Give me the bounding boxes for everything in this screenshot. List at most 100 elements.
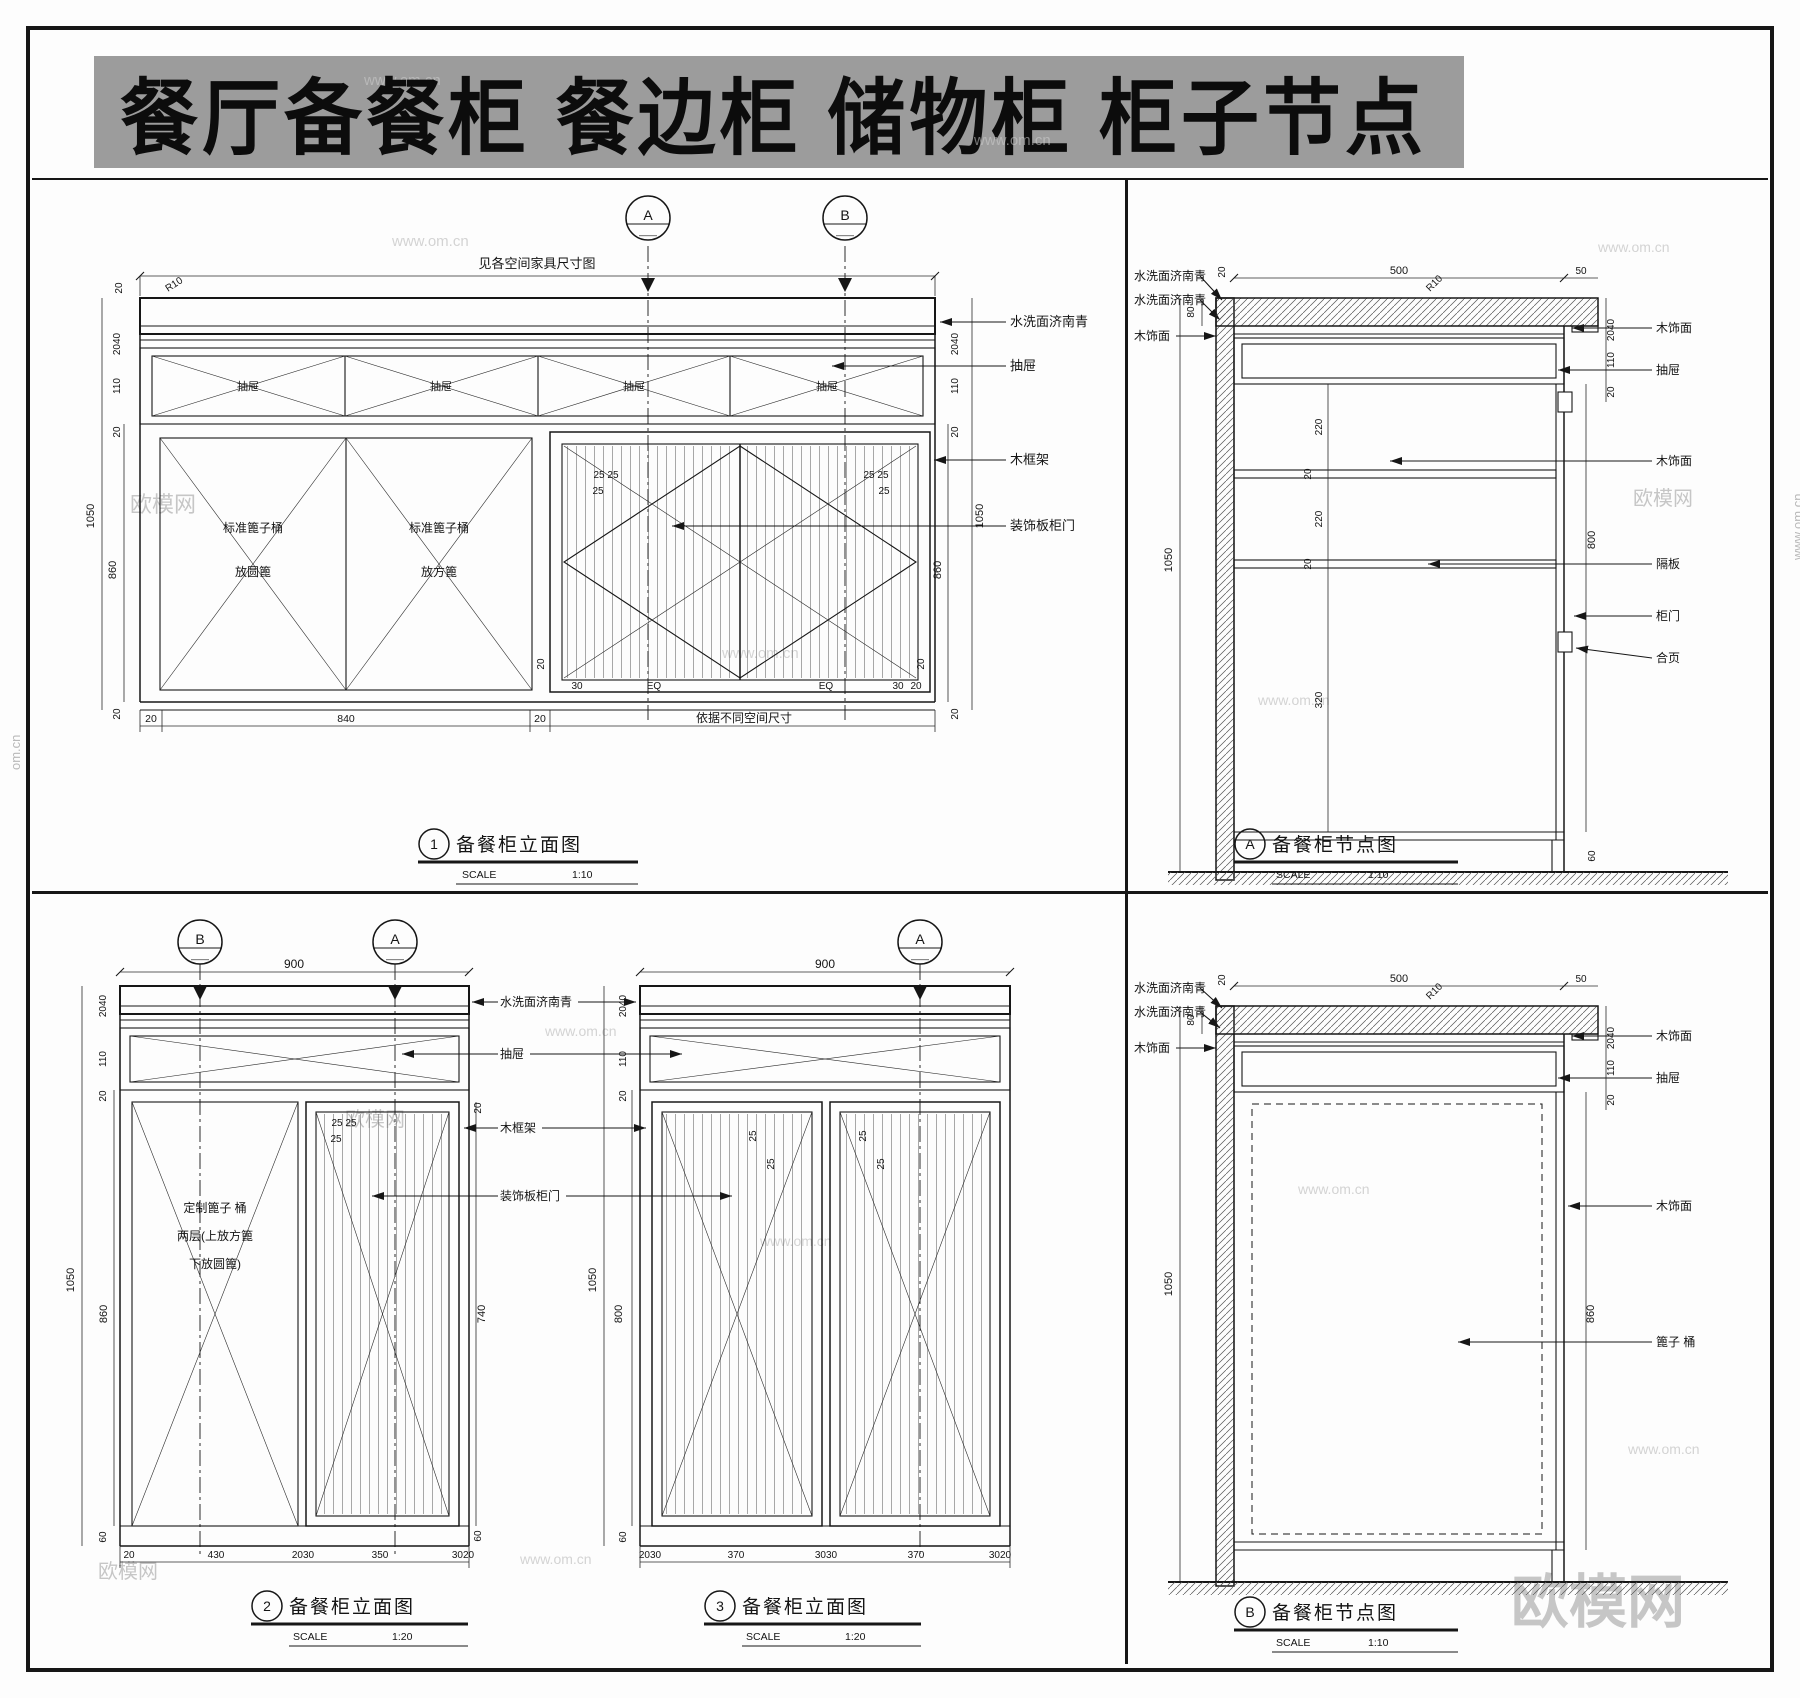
callout-label: 篦子 桶 xyxy=(1656,1334,1695,1349)
dim-label: 500 xyxy=(1390,265,1408,277)
callouts-right: 木饰面 抽屉 木饰面 篦子 桶 xyxy=(1458,1029,1695,1349)
title-bar: www.om.cn 餐厅备餐柜 餐边柜 储物柜 柜子节点 www.om.cn xyxy=(94,56,1464,168)
section-letter: B xyxy=(195,931,204,947)
callout-label: 木饰面 xyxy=(1656,454,1692,468)
dim-label: 2040 xyxy=(950,332,961,355)
dim-label: 2040 xyxy=(1606,318,1617,341)
dim-label: 1050 xyxy=(1163,1272,1175,1296)
dim-label: 50 xyxy=(1575,266,1587,277)
dim-note: 依据不同空间尺寸 xyxy=(696,710,792,725)
watermark-text: www.om.cn xyxy=(1597,239,1670,255)
dim-label: 860 xyxy=(98,1305,110,1323)
watermark-text: 欧模网 xyxy=(130,492,196,517)
radius-label: R10 xyxy=(1424,981,1445,1002)
dim-label: 900 xyxy=(815,957,835,971)
section-letter: B xyxy=(840,207,849,223)
dim-label: 110 xyxy=(112,378,123,394)
scale-value: 1:20 xyxy=(845,1631,866,1643)
callout-label: 木饰面 xyxy=(1134,329,1170,343)
section-dash: —— xyxy=(191,954,209,964)
section-dash: —— xyxy=(639,230,657,240)
scale-value: 1:20 xyxy=(392,1631,413,1643)
callout-label: 木框架 xyxy=(500,1121,536,1135)
scale-label: SCALE xyxy=(1276,869,1310,881)
right-dimensions: 2040 110 20 800 60 1050 xyxy=(1163,298,1617,872)
ground xyxy=(1168,871,1728,885)
cabinet-section-body xyxy=(1233,326,1573,872)
dim-label: 80 xyxy=(1186,306,1197,318)
dim-label: 220 xyxy=(1314,510,1325,527)
dim-label: 860 xyxy=(932,561,944,579)
dim-label: 110 xyxy=(618,1051,629,1067)
dim-label: 1050 xyxy=(587,1268,599,1292)
drawer-label: 抽屉 xyxy=(430,379,452,393)
dim-label: 840 xyxy=(337,713,355,725)
dim-label: 60 xyxy=(1587,850,1598,862)
dim-label: 20 xyxy=(1606,386,1617,398)
watermark-text: www.om.cn xyxy=(1790,493,1800,560)
dim-label: 110 xyxy=(950,378,961,394)
watermark-text: www.om.cn xyxy=(1257,692,1330,708)
door-note: 定制篦子 桶 xyxy=(183,1200,246,1215)
callout-label: 木饰面 xyxy=(1656,321,1692,335)
panel-title-text: 备餐柜立面图 xyxy=(456,834,582,856)
door-note: 两层(上放方篦 xyxy=(177,1228,253,1243)
dim-label: 2040 xyxy=(618,994,629,1017)
drawer-label: 抽屉 xyxy=(623,379,645,393)
divider-horizontal xyxy=(32,891,1768,894)
panel-node-a: www.om.cn 欧模网 www.om.cn 水洗面济南青 水洗面济南青 木饰… xyxy=(1134,239,1728,885)
section-dash: —— xyxy=(386,954,404,964)
watermark-text: www.om.cn xyxy=(1297,1181,1370,1197)
dim-note: 见各空间家具尺寸图 xyxy=(478,256,595,271)
callout-label: 抽屉 xyxy=(1656,363,1680,377)
door-note: 下放圆篦) xyxy=(189,1256,241,1271)
dim-label: 800 xyxy=(1586,531,1598,549)
dim-label: 370 xyxy=(728,1550,745,1561)
dim-label: 350 xyxy=(372,1550,389,1561)
wall-and-counter xyxy=(1215,1005,1599,1587)
cabinet-body xyxy=(139,334,936,711)
drawer-box xyxy=(1233,337,1565,385)
callout-label: 抽屉 xyxy=(1656,1071,1680,1085)
divider-top xyxy=(32,178,1768,180)
section-arrow xyxy=(913,986,927,1000)
watermark-text: 欧模网 xyxy=(1633,487,1693,510)
callouts-right: 水洗面济南青 抽屉 木框架 装饰板柜门 xyxy=(672,314,1088,533)
dim-label: 20 xyxy=(114,282,125,294)
top-dimension: 见各空间家具尺寸图 20 xyxy=(114,256,940,296)
scale-value: 1:10 xyxy=(1368,869,1389,881)
dim-label: 110 xyxy=(98,1051,109,1067)
section-arrow xyxy=(193,986,207,1000)
bottom-dimensions: 20 840 20 依据不同空间尺寸 xyxy=(139,710,936,732)
dim-label: 3020 xyxy=(989,1550,1012,1561)
watermark-text: www.om.cn xyxy=(519,1551,592,1567)
callout-label: 柜门 xyxy=(1656,608,1680,623)
left-dimensions: 2040 110 20 1050 860 20 xyxy=(85,298,125,720)
dim-label: 860 xyxy=(1585,1305,1597,1323)
drawer-label: 抽屉 xyxy=(816,379,838,393)
countertop: R10 xyxy=(139,275,936,335)
dim-label: 860 xyxy=(107,561,119,579)
callout-label: 水洗面济南青 xyxy=(1134,980,1206,995)
watermark-text: www.om.cn xyxy=(974,132,1051,149)
door-note: 标准篦子桶 xyxy=(223,520,283,535)
dim-label: 1050 xyxy=(1163,548,1175,572)
callouts-left: 水洗面济南青 水洗面济南青 木饰面 xyxy=(1134,980,1223,1055)
panel-title-text: 备餐柜节点图 xyxy=(1272,1602,1398,1624)
dim-label: 25 25 xyxy=(331,1118,356,1129)
callout-label: 装饰板柜门 xyxy=(500,1188,560,1203)
radius-label: R10 xyxy=(164,275,186,294)
dim-label: 60 xyxy=(618,1531,629,1543)
section-letter: A xyxy=(915,931,925,947)
callouts-right: 木饰面 抽屉 木饰面 隔板 柜门 合页 xyxy=(1390,321,1692,665)
dim-label: 25 xyxy=(330,1134,342,1145)
dim-label: 60 xyxy=(98,1531,109,1543)
radius-label: R10 xyxy=(1424,273,1445,294)
dim-label: 20 xyxy=(1606,1094,1617,1106)
dim-label: 25 xyxy=(858,1130,869,1142)
ground xyxy=(1168,1581,1728,1595)
callout-label: 装饰板柜门 xyxy=(1010,518,1075,533)
panel-elevation-1: www.om.cn 欧模网 www.om.cn A —— B —— 见各空间家具… xyxy=(85,195,1088,885)
hinge-symbol xyxy=(1557,631,1573,653)
